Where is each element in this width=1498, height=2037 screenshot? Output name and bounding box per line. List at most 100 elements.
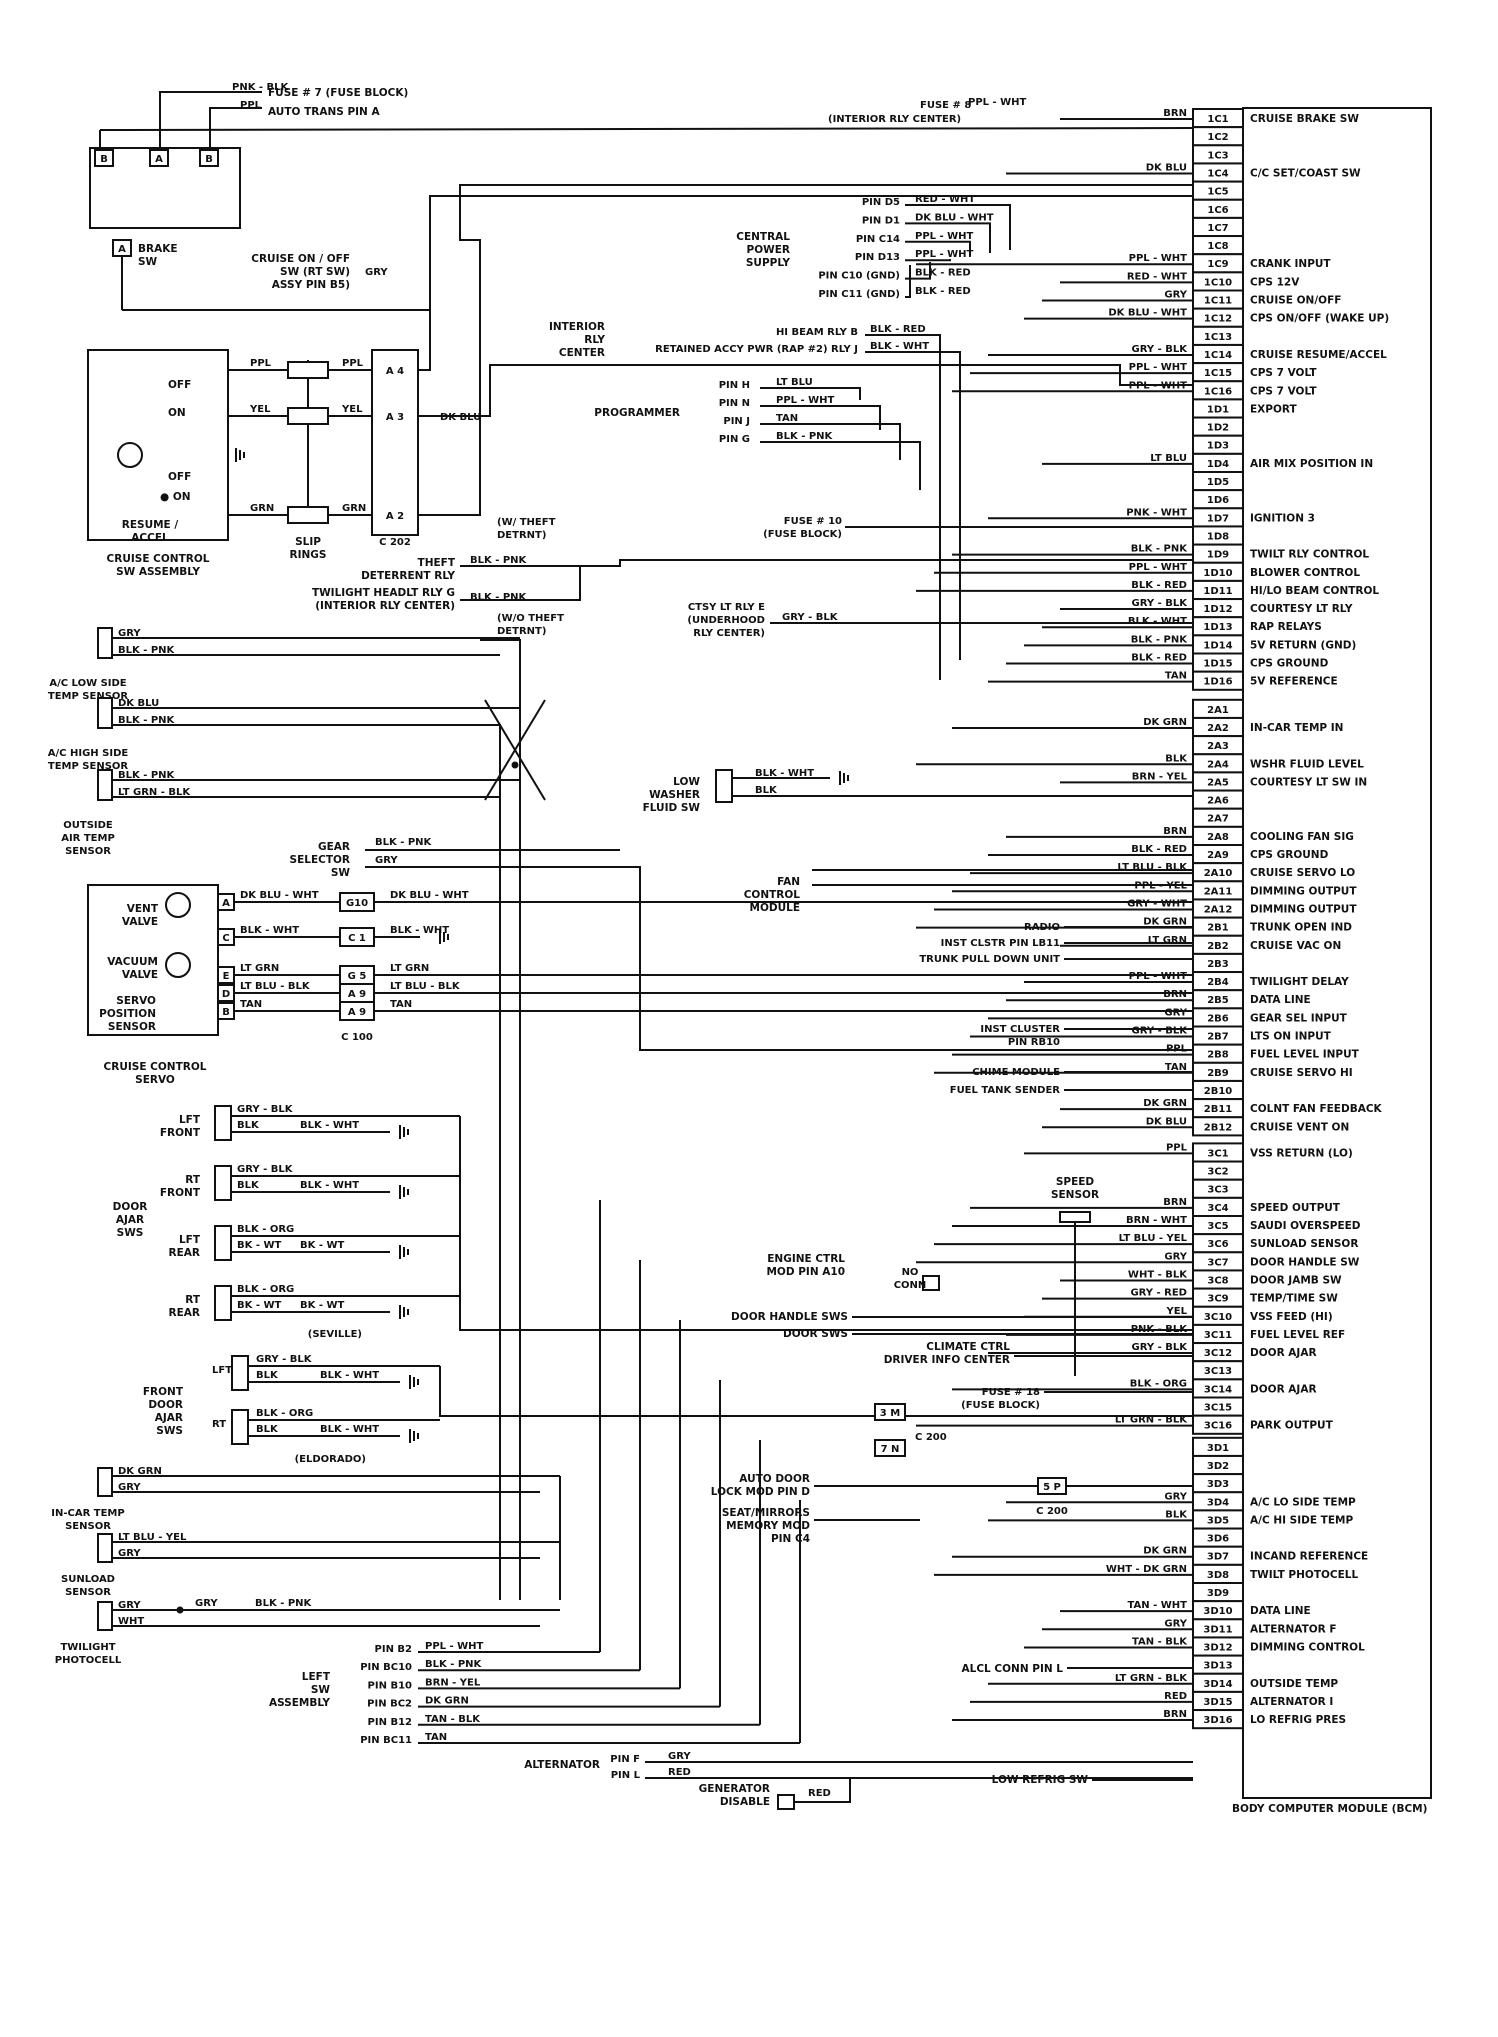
wire-cps <box>905 240 971 256</box>
bcm-function-label: PARK OUTPUT <box>1250 1420 1334 1432</box>
brake-terminal <box>199 149 219 167</box>
bcm-pin-label: 2A2 <box>1207 723 1229 734</box>
pin-label: HI BEAM RLY B <box>776 327 858 338</box>
c200-pin <box>1037 1477 1067 1495</box>
pin-label: PIN B10 <box>368 1680 412 1691</box>
wire-color-label: TAN - BLK <box>1132 1636 1188 1647</box>
bcm-pin-label: 1C5 <box>1207 187 1228 198</box>
bcm-function-label: DATA LINE <box>1250 1605 1311 1617</box>
wire-color-label: BLK <box>237 1180 260 1191</box>
bcm-function-label: DOOR AJAR <box>1250 1347 1317 1359</box>
bcm-pin-label: 1C6 <box>1207 205 1228 216</box>
wire-color-label: DK BLU - WHT <box>1108 308 1187 319</box>
wire-color-label: PPL - YEL <box>1134 880 1187 891</box>
splice-dot <box>511 761 519 769</box>
bcm-pin-label: 1D16 <box>1203 677 1232 688</box>
bcm-pin-label: 1D14 <box>1203 640 1232 651</box>
bcm-function-label: BLOWER CONTROL <box>1250 567 1360 579</box>
bcm-pin-label: 1D7 <box>1207 513 1229 524</box>
switch-knob-icon <box>117 442 143 468</box>
bcm-pin-label: 3D3 <box>1207 1479 1229 1490</box>
wire <box>412 364 1193 417</box>
servo-pin <box>217 1002 235 1020</box>
connector-pin <box>339 927 375 947</box>
bcm-pin-label: 1C10 <box>1204 277 1232 288</box>
wire-color-label: BLK - PNK <box>470 592 528 603</box>
wire-color-label: BLK - RED <box>915 268 971 279</box>
bcm-pin-label: 2B6 <box>1207 1013 1229 1024</box>
bcm-pin-label: 1D3 <box>1207 441 1229 452</box>
pin-label: PIN BC11 <box>360 1735 412 1746</box>
bcm-pin-label: 3D5 <box>1207 1515 1229 1526</box>
wire-color-label: PPL <box>250 358 272 369</box>
bcm-pin-label: 2A12 <box>1204 904 1233 915</box>
fuse-label: FUSE # 8 <box>920 100 971 111</box>
wire-color-label: BRN <box>1163 108 1187 119</box>
wire-color-label: BLK - ORG <box>256 1408 313 1419</box>
wire-color-label: BK - WT <box>300 1300 345 1311</box>
bcm-pin-label: 3D1 <box>1207 1443 1229 1454</box>
connector-pin-label: A 9 <box>348 989 366 1000</box>
connector-label: C 200 <box>915 1432 947 1443</box>
c200-pin <box>874 1439 906 1457</box>
wire-cps <box>905 262 931 280</box>
wire-color-label: GRY <box>668 1751 691 1762</box>
bcm-function-label: CRUISE BRAKE SW <box>1250 113 1359 125</box>
wire-runs <box>99 91 1194 1803</box>
wire-color-label: TAN <box>776 413 798 424</box>
switch-position: ● ON <box>160 491 191 503</box>
wire-color-label: BLK - ORG <box>237 1224 294 1235</box>
wire-color-label: RED <box>1164 1691 1187 1702</box>
brake-terminal <box>149 149 169 167</box>
connector-pin <box>339 892 375 912</box>
wire-color-label: PPL <box>240 100 262 111</box>
bcm-function-label: CRUISE ON/OFF <box>1250 295 1341 307</box>
connector-pin-label: 5 P <box>1043 1482 1061 1493</box>
bcm-function-label: CRUISE VAC ON <box>1250 940 1341 952</box>
wire-color-label: RED - WHT <box>915 194 975 205</box>
servo-pin <box>217 984 235 1002</box>
wire-cps <box>905 222 991 253</box>
bcm-pin-label: 2B5 <box>1207 995 1229 1006</box>
sunload-sensor <box>97 1533 113 1563</box>
pin-label: PIN D5 <box>862 197 900 208</box>
pin-label: PIN F <box>610 1754 640 1765</box>
bcm-pin-label: 2B4 <box>1207 977 1229 988</box>
wire-color-label: BK - WT <box>237 1240 282 1251</box>
bcm-function-label: INCAND REFERENCE <box>1250 1551 1368 1563</box>
wire-color-label: BLK - ORG <box>1130 1378 1187 1389</box>
wire-color-label: GRY - BLK <box>1132 598 1189 609</box>
wire-color-label: DK BLU <box>1146 1116 1187 1127</box>
wire-color-label: DK BLU <box>118 698 159 709</box>
wire-color-label: GRY - BLK <box>1132 344 1189 355</box>
vent-valve-icon <box>165 892 191 918</box>
bcm-pin-label: 1C3 <box>1207 150 1228 161</box>
wire <box>365 866 1193 1051</box>
wire-color-label: BLK - PNK <box>118 770 176 781</box>
bcm-pin-label: 2B7 <box>1207 1032 1229 1043</box>
bcm-pin-label: 1D6 <box>1207 495 1229 506</box>
bcm-function-label: TWILT PHOTOCELL <box>1250 1569 1358 1581</box>
pin-label: PIN N <box>719 398 750 409</box>
wire-color-label: GRY - BLK <box>237 1104 294 1115</box>
switch-position: OFF <box>168 471 191 483</box>
wire-programmer <box>760 405 881 430</box>
bcm-pin-label: 2B12 <box>1204 1122 1233 1133</box>
wire-color-label: LT GRN - BLK <box>118 787 191 798</box>
wire-color-label: BRN - YEL <box>1132 771 1188 782</box>
wire-color-label: BLK <box>1165 753 1188 764</box>
wire-color-label: PPL - WHT <box>968 97 1027 108</box>
wire-color-label: GRN <box>342 503 366 514</box>
bcm-function-label: EXPORT <box>1250 403 1298 415</box>
